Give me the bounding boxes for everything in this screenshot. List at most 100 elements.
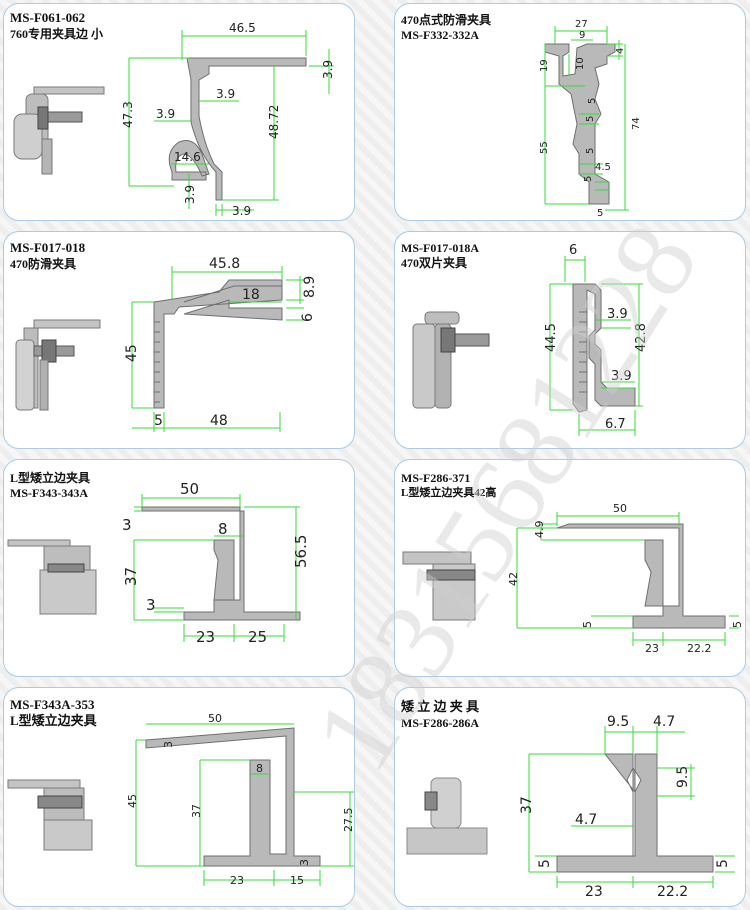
dim-groove-depth: 4.5 xyxy=(595,162,611,173)
dim-jaw-thickness: 3.9 xyxy=(607,307,628,322)
product-drawing: 50 4.9 42 5 23 22.2 5 xyxy=(402,502,744,655)
dim-wall-thickness-upper: 5 xyxy=(587,98,598,104)
dim-base-thickness-left: 5 xyxy=(537,859,553,868)
product-drawing: 45.8 18 8.9 6 45 5 48 xyxy=(15,256,318,432)
dim-full-height: 48.72 xyxy=(267,105,281,139)
clamp-photo xyxy=(406,777,488,855)
dim-left-base: 23 xyxy=(645,642,659,655)
dim-base-thickness: 5 xyxy=(597,208,603,219)
dim-slot-width: 8 xyxy=(256,762,263,775)
clamp-photo xyxy=(7,779,93,851)
product-name: 470双片夹具 xyxy=(401,256,468,270)
dim-left-base: 23 xyxy=(585,884,603,900)
dim-height: 42 xyxy=(507,572,520,586)
dim-base-thickness-right: 5 xyxy=(731,621,744,628)
product-code: MS-F286-371 xyxy=(401,471,471,485)
product-code: MS-F061-062 xyxy=(10,10,86,25)
dim-hook-thickness: 3.9 xyxy=(183,185,197,204)
dim-total-height: 56.5 xyxy=(292,535,310,568)
clamp-profile xyxy=(153,279,283,409)
product-card-ms-f061-062: MS-F061-062 760专用夹具边 小 46.5 3.9 47.3 3.9 xyxy=(3,3,355,221)
product-name: 470点式防滑夹具 xyxy=(401,13,492,27)
product-card-ms-f343-343a: L型矮立边夹具 MS-F343-343A 50 3 8 37 56.5 3 23 xyxy=(3,459,355,677)
product-code: MS-F343A-353 xyxy=(10,697,95,712)
clamp-profile xyxy=(145,727,321,867)
clamp-photo xyxy=(15,319,101,411)
dim-base-thickness-right: 5 xyxy=(715,859,731,868)
dim-slot-width: 18 xyxy=(242,287,260,303)
dim-right-base: 25 xyxy=(248,628,267,646)
dim-slot-left: 9.5 xyxy=(607,714,629,730)
product-drawing: 9.5 4.7 9.5 37 4.7 5 23 22.2 5 xyxy=(406,714,735,900)
product-code: MS-F017-018A xyxy=(401,241,479,255)
dim-foot-thickness: 3.9 xyxy=(611,369,632,384)
clamp-profile xyxy=(556,753,714,873)
product-drawing: 27 9 19 10 4 5 55 5 74 5 4.5 5 5 xyxy=(539,19,642,219)
dim-inner-thickness: 3.9 xyxy=(216,87,235,101)
dim-slot-right: 4.7 xyxy=(653,714,675,730)
product-name: 矮 立 边 夹 具 xyxy=(401,699,480,714)
dim-web-thickness: 4.7 xyxy=(575,812,597,828)
dim-top-width: 6 xyxy=(569,243,577,258)
dim-height: 37 xyxy=(519,796,535,814)
dim-top-thickness: 3.9 xyxy=(321,60,335,79)
product-drawing: 50 3 8 37 56.5 3 23 25 xyxy=(7,480,310,646)
dim-wall-thickness: 3.9 xyxy=(156,107,175,121)
dim-lower-height: 55 xyxy=(539,141,550,154)
product-card-ms-f286-371: MS-F286-371 L型矮立边夹具42高 50 4.9 42 5 23 22… xyxy=(394,459,746,677)
dim-jaw-thickness: 6 xyxy=(300,313,316,322)
dim-base-thickness-left: 5 xyxy=(581,621,594,628)
dim-leg-height: 27.5 xyxy=(342,808,355,833)
dim-leg-thickness: 5 xyxy=(154,413,163,429)
dim-top-thickness: 4.9 xyxy=(533,521,546,539)
product-code: MS-F332-332A xyxy=(401,28,479,42)
dim-top-width: 45.8 xyxy=(209,256,240,272)
dim-right-base: 15 xyxy=(290,874,304,887)
dim-lip-thickness: 4 xyxy=(615,48,626,54)
product-card-ms-f017-018a: MS-F017-018A 470双片夹具 6 3.9 44.5 42.8 3.9 xyxy=(394,231,746,449)
product-name: L型矮立边夹具 xyxy=(10,471,91,485)
dim-foot-thickness: 5 xyxy=(583,176,594,182)
product-drawing: 46.5 3.9 47.3 3.9 3.9 48.72 14.6 3.9 3.9 xyxy=(13,21,335,218)
product-code: MS-F286-286A xyxy=(401,716,479,730)
dim-slot-width: 9 xyxy=(579,30,585,41)
dim-total-height: 45 xyxy=(126,794,139,808)
product-card-ms-f286-286a: 矮 立 边 夹 具 MS-F286-286A 9.5 4.7 9.5 37 4.… xyxy=(394,687,746,907)
product-name: 470防滑夹具 xyxy=(10,257,77,271)
dim-top-thickness: 3 xyxy=(122,516,132,534)
product-drawing: 6 3.9 44.5 42.8 3.9 6.7 xyxy=(412,243,649,436)
product-code: MS-F343-343A xyxy=(10,486,88,500)
dim-slot-depth: 10 xyxy=(575,57,586,70)
dim-left-base: 23 xyxy=(230,874,244,887)
clamp-photo xyxy=(13,86,105,175)
dim-foot-width: 6.7 xyxy=(605,417,626,432)
product-name: 760专用夹具边 小 xyxy=(10,27,104,41)
dim-inner-height: 37 xyxy=(122,567,140,586)
dim-hook-width: 14.6 xyxy=(174,150,201,164)
dim-right-base: 22.2 xyxy=(657,884,688,900)
dim-wall-thickness-lower: 5 xyxy=(585,148,596,154)
product-card-ms-f343a-353: MS-F343A-353 L型矮立边夹具 50 3 8 45 37 27.5 3… xyxy=(3,687,355,907)
product-code: MS-F017-018 xyxy=(10,240,86,255)
dim-base-thickness: 3 xyxy=(146,596,156,614)
dim-foot-thickness: 3.9 xyxy=(232,204,251,218)
dim-base-thickness: 3 xyxy=(298,859,311,866)
dim-top-width: 50 xyxy=(208,712,222,725)
dim-top-thickness: 3 xyxy=(162,741,175,748)
dim-slot-width: 8 xyxy=(218,520,228,538)
dim-inner-height: 42.8 xyxy=(634,323,649,352)
clamp-photo xyxy=(402,551,476,621)
dim-top-width: 50 xyxy=(613,502,627,515)
product-name: L型矮立边夹具 xyxy=(10,713,97,728)
clamp-photo xyxy=(412,311,490,409)
product-card-ms-f017-018: MS-F017-018 470防滑夹具 45.8 18 8.9 6 xyxy=(3,231,355,449)
product-name: L型矮立边夹具42高 xyxy=(401,487,497,499)
dim-total-width: 48 xyxy=(210,413,228,429)
product-card-470-point-clamp: 470点式防滑夹具 MS-F332-332A 27 9 19 10 4 5 55… xyxy=(394,3,746,221)
dim-height: 45 xyxy=(124,344,140,362)
dim-top-width: 50 xyxy=(180,480,199,498)
product-drawing: 50 3 8 45 37 27.5 3 23 15 xyxy=(7,712,355,887)
dim-inner-height: 37 xyxy=(190,804,203,818)
dim-width: 46.5 xyxy=(229,21,256,35)
dim-top-width: 27 xyxy=(575,19,588,30)
